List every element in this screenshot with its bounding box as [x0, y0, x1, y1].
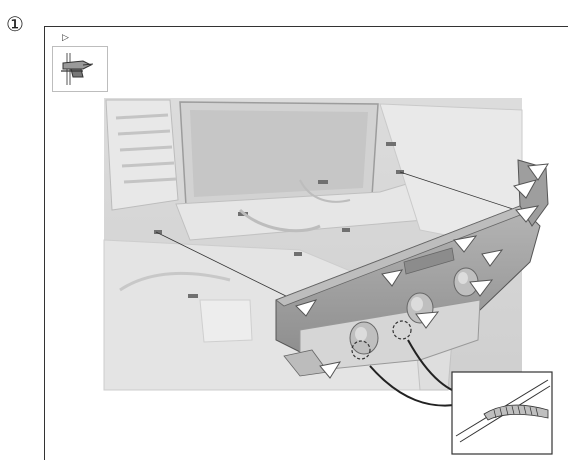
hollow-triangle-icon	[527, 163, 549, 181]
frame-top-border	[44, 26, 568, 27]
hollow-triangle-icon	[381, 269, 404, 287]
hollow-triangle-icon	[481, 249, 504, 267]
detail-circles	[351, 320, 412, 360]
release-markers	[295, 163, 549, 379]
legend-triangle-icon: ▷	[62, 33, 69, 43]
frame-left-border	[44, 26, 45, 460]
hollow-triangle-icon	[513, 179, 538, 199]
leader-lines	[155, 171, 529, 299]
magnifier-circle-icon	[351, 340, 371, 360]
clip-fastener-icon	[61, 53, 94, 85]
magnifier-circle-icon	[392, 320, 412, 340]
hollow-triangle-icon	[319, 361, 342, 379]
clip-legend-box	[52, 46, 108, 92]
hollow-triangle-icon	[469, 279, 494, 297]
step-number: ①	[6, 12, 24, 36]
detail-inset	[451, 371, 553, 455]
climate-control-panel	[275, 159, 549, 377]
hollow-triangle-icon	[295, 299, 318, 317]
hollow-triangle-icon	[453, 235, 478, 253]
hollow-triangle-icon	[415, 311, 440, 329]
hollow-triangle-icon	[515, 205, 540, 223]
